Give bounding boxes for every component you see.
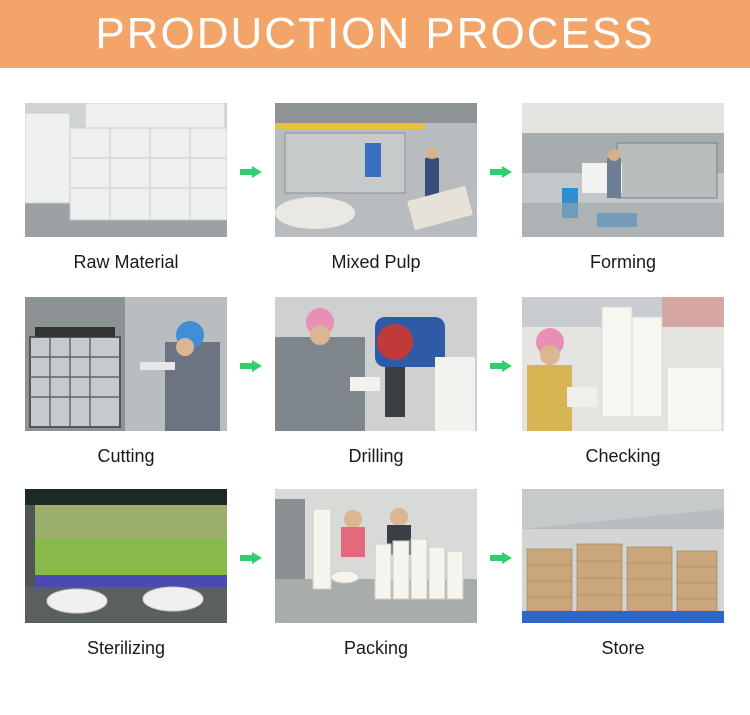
drilling-photo bbox=[275, 297, 477, 431]
forming-photo bbox=[522, 103, 724, 237]
step-label: Sterilizing bbox=[86, 638, 166, 658]
arrow-right-icon bbox=[240, 360, 262, 372]
step-label: Store bbox=[601, 638, 645, 658]
step-checking: Checking bbox=[522, 297, 724, 466]
step-label: Cutting bbox=[97, 446, 155, 466]
cutting-photo bbox=[25, 297, 227, 431]
step-label: Packing bbox=[343, 638, 409, 658]
packing-photo bbox=[275, 489, 477, 623]
arrow-right-icon bbox=[240, 166, 262, 178]
step-label: Raw Material bbox=[73, 252, 179, 272]
step-forming: Forming bbox=[522, 103, 724, 272]
raw-material-photo bbox=[25, 103, 227, 237]
page-title: PRODUCTION PROCESS bbox=[95, 9, 655, 58]
store-photo bbox=[522, 489, 724, 623]
step-drilling: Drilling bbox=[275, 297, 477, 466]
checking-photo bbox=[522, 297, 724, 431]
step-label: Drilling bbox=[348, 446, 404, 466]
sterilizing-photo bbox=[25, 489, 227, 623]
step-sterilizing: Sterilizing bbox=[25, 489, 227, 658]
arrow-right-icon bbox=[490, 552, 512, 564]
step-packing: Packing bbox=[275, 489, 477, 658]
step-raw-material: Raw Material bbox=[25, 103, 227, 272]
step-store: Store bbox=[522, 489, 724, 658]
page-title-banner: PRODUCTION PROCESS bbox=[0, 0, 750, 68]
step-cutting: Cutting bbox=[25, 297, 227, 466]
step-mixed-pulp: Mixed Pulp bbox=[275, 103, 477, 272]
arrow-right-icon bbox=[240, 552, 262, 564]
mixed-pulp-photo bbox=[275, 103, 477, 237]
arrow-right-icon bbox=[490, 166, 512, 178]
arrow-right-icon bbox=[490, 360, 512, 372]
step-label: Mixed Pulp bbox=[331, 252, 421, 272]
step-label: Checking bbox=[585, 446, 661, 466]
step-label: Forming bbox=[589, 252, 656, 272]
